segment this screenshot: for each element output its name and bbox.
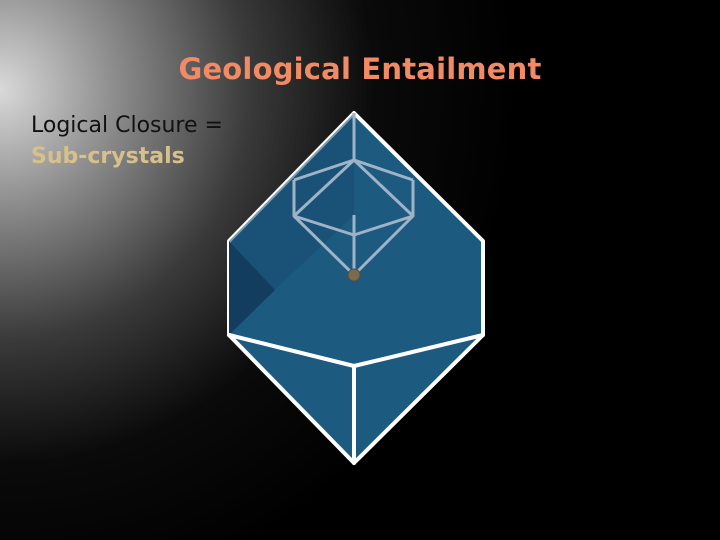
crystal-upper-left-face xyxy=(229,113,354,290)
sub-crystals-label: Sub-crystals xyxy=(31,144,185,169)
sub-crystal xyxy=(292,113,415,277)
closure-label: Logical Closure = xyxy=(31,113,223,138)
crystal-front-edges xyxy=(227,333,485,465)
closure-vertex xyxy=(347,268,361,282)
slide-title: Geological Entailment xyxy=(178,52,542,86)
body-text: Logical Closure = Sub-crystals xyxy=(31,110,223,172)
crystal-dark-face xyxy=(229,241,275,335)
